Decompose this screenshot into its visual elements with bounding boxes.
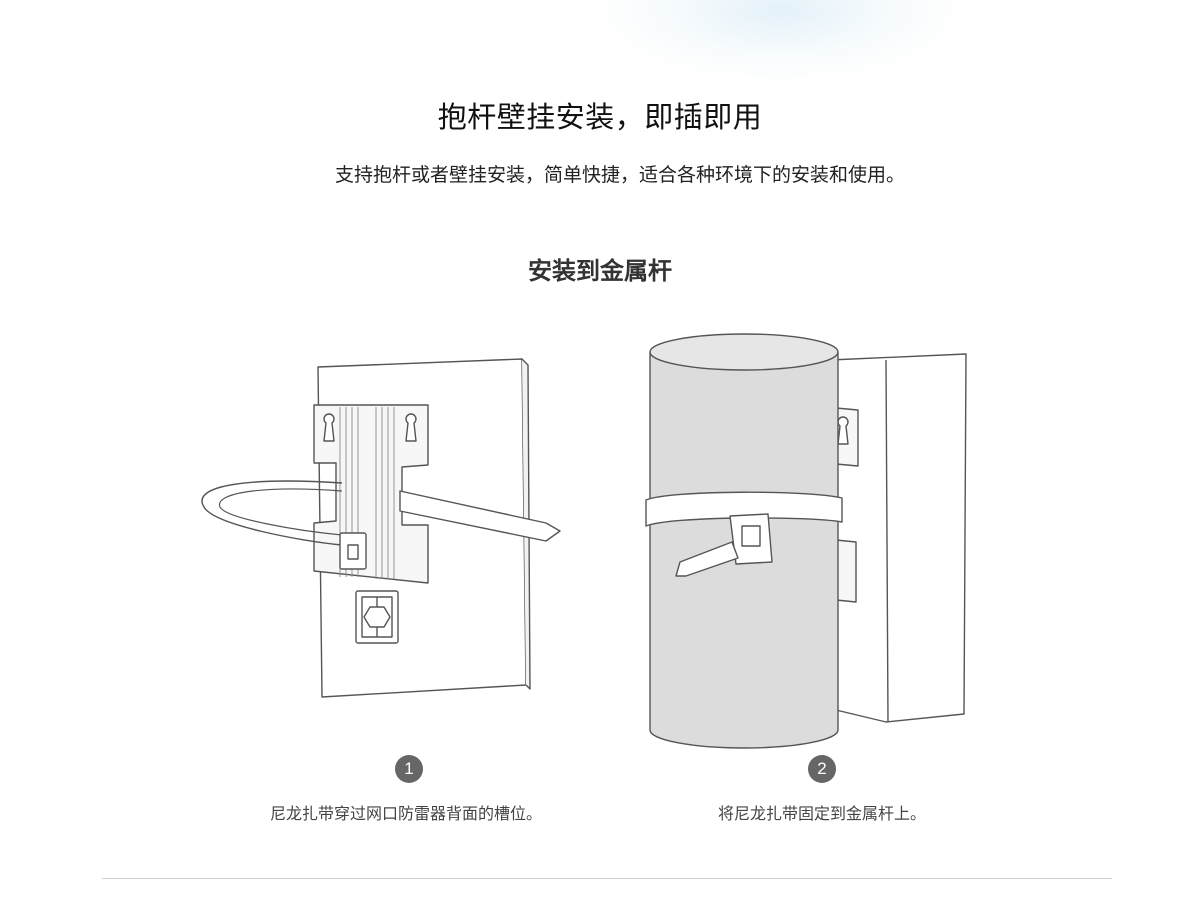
step-2-badge: 2 xyxy=(808,755,836,783)
step-1-caption: 尼龙扎带穿过网口防雷器背面的槽位。 xyxy=(269,806,542,823)
step-1-badge: 1 xyxy=(395,755,423,783)
step-2-caption: 将尼龙扎带固定到金属杆上。 xyxy=(717,806,926,823)
step-1-illustration xyxy=(201,358,561,698)
page-title: 抱杆壁挂安装，即插即用 xyxy=(437,102,763,134)
top-glow-decoration xyxy=(600,0,960,80)
section-title: 安装到金属杆 xyxy=(528,258,672,285)
page-subtitle: 支持抱杆或者壁挂安装，简单快捷，适合各种环境下的安装和使用。 xyxy=(334,165,905,186)
step-2-illustration xyxy=(645,333,967,749)
bottom-divider xyxy=(102,878,1112,879)
